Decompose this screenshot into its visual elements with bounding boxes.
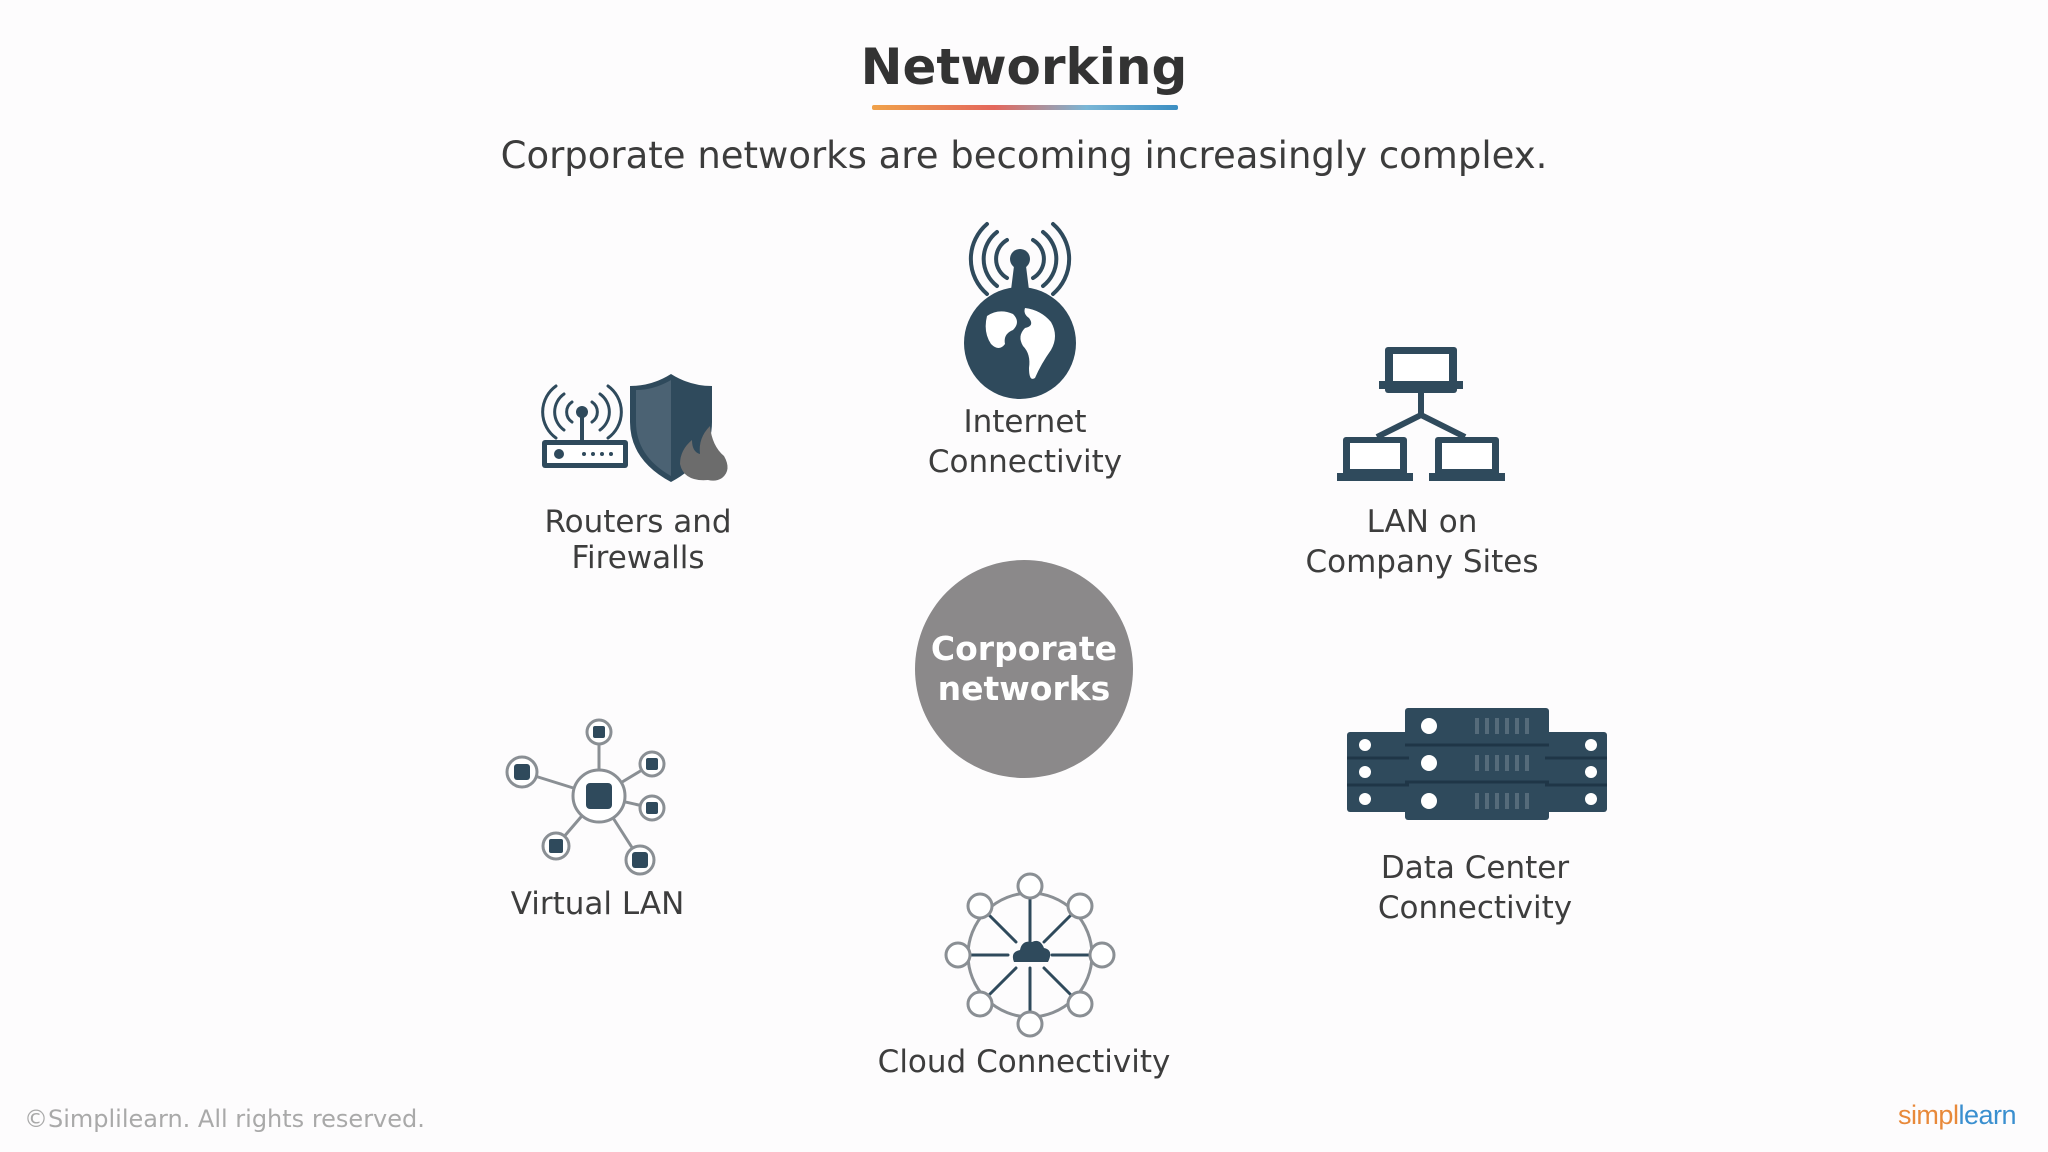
simplilearn-logo: simpllearn [1897, 1100, 2017, 1131]
logo-suffix: learn [1958, 1100, 2016, 1130]
lan-company-sites-label: LAN on Company Sites [1305, 504, 1539, 580]
virtual-lan-label: Virtual LAN [510, 886, 685, 922]
routers-firewalls-label: Routers and Firewalls [544, 504, 732, 576]
lan-network-icon [1337, 347, 1505, 481]
server-rack-icon [1347, 708, 1607, 820]
antenna-globe-icon [964, 222, 1076, 399]
internet-connectivity-label: Internet Connectivity [927, 404, 1123, 480]
virtual-lan-icon [505, 718, 666, 876]
data-center-connectivity-label: Data Center Connectivity [1377, 850, 1573, 926]
title-underline [872, 105, 1178, 110]
cloud-network-icon [944, 872, 1116, 1038]
cloud-connectivity-label: Cloud Connectivity [877, 1044, 1171, 1080]
router-shield-icon [541, 374, 728, 482]
hub-label: Corporate networks [930, 629, 1118, 708]
page-title: Networking [860, 38, 1188, 96]
page-subtitle: Corporate networks are becoming increasi… [500, 134, 1548, 177]
logo-prefix: simpl [1897, 1100, 1959, 1130]
copyright-notice: ©Simplilearn. All rights reserved. [24, 1105, 425, 1133]
corporate-networks-hub: Corporate networks [915, 560, 1133, 778]
